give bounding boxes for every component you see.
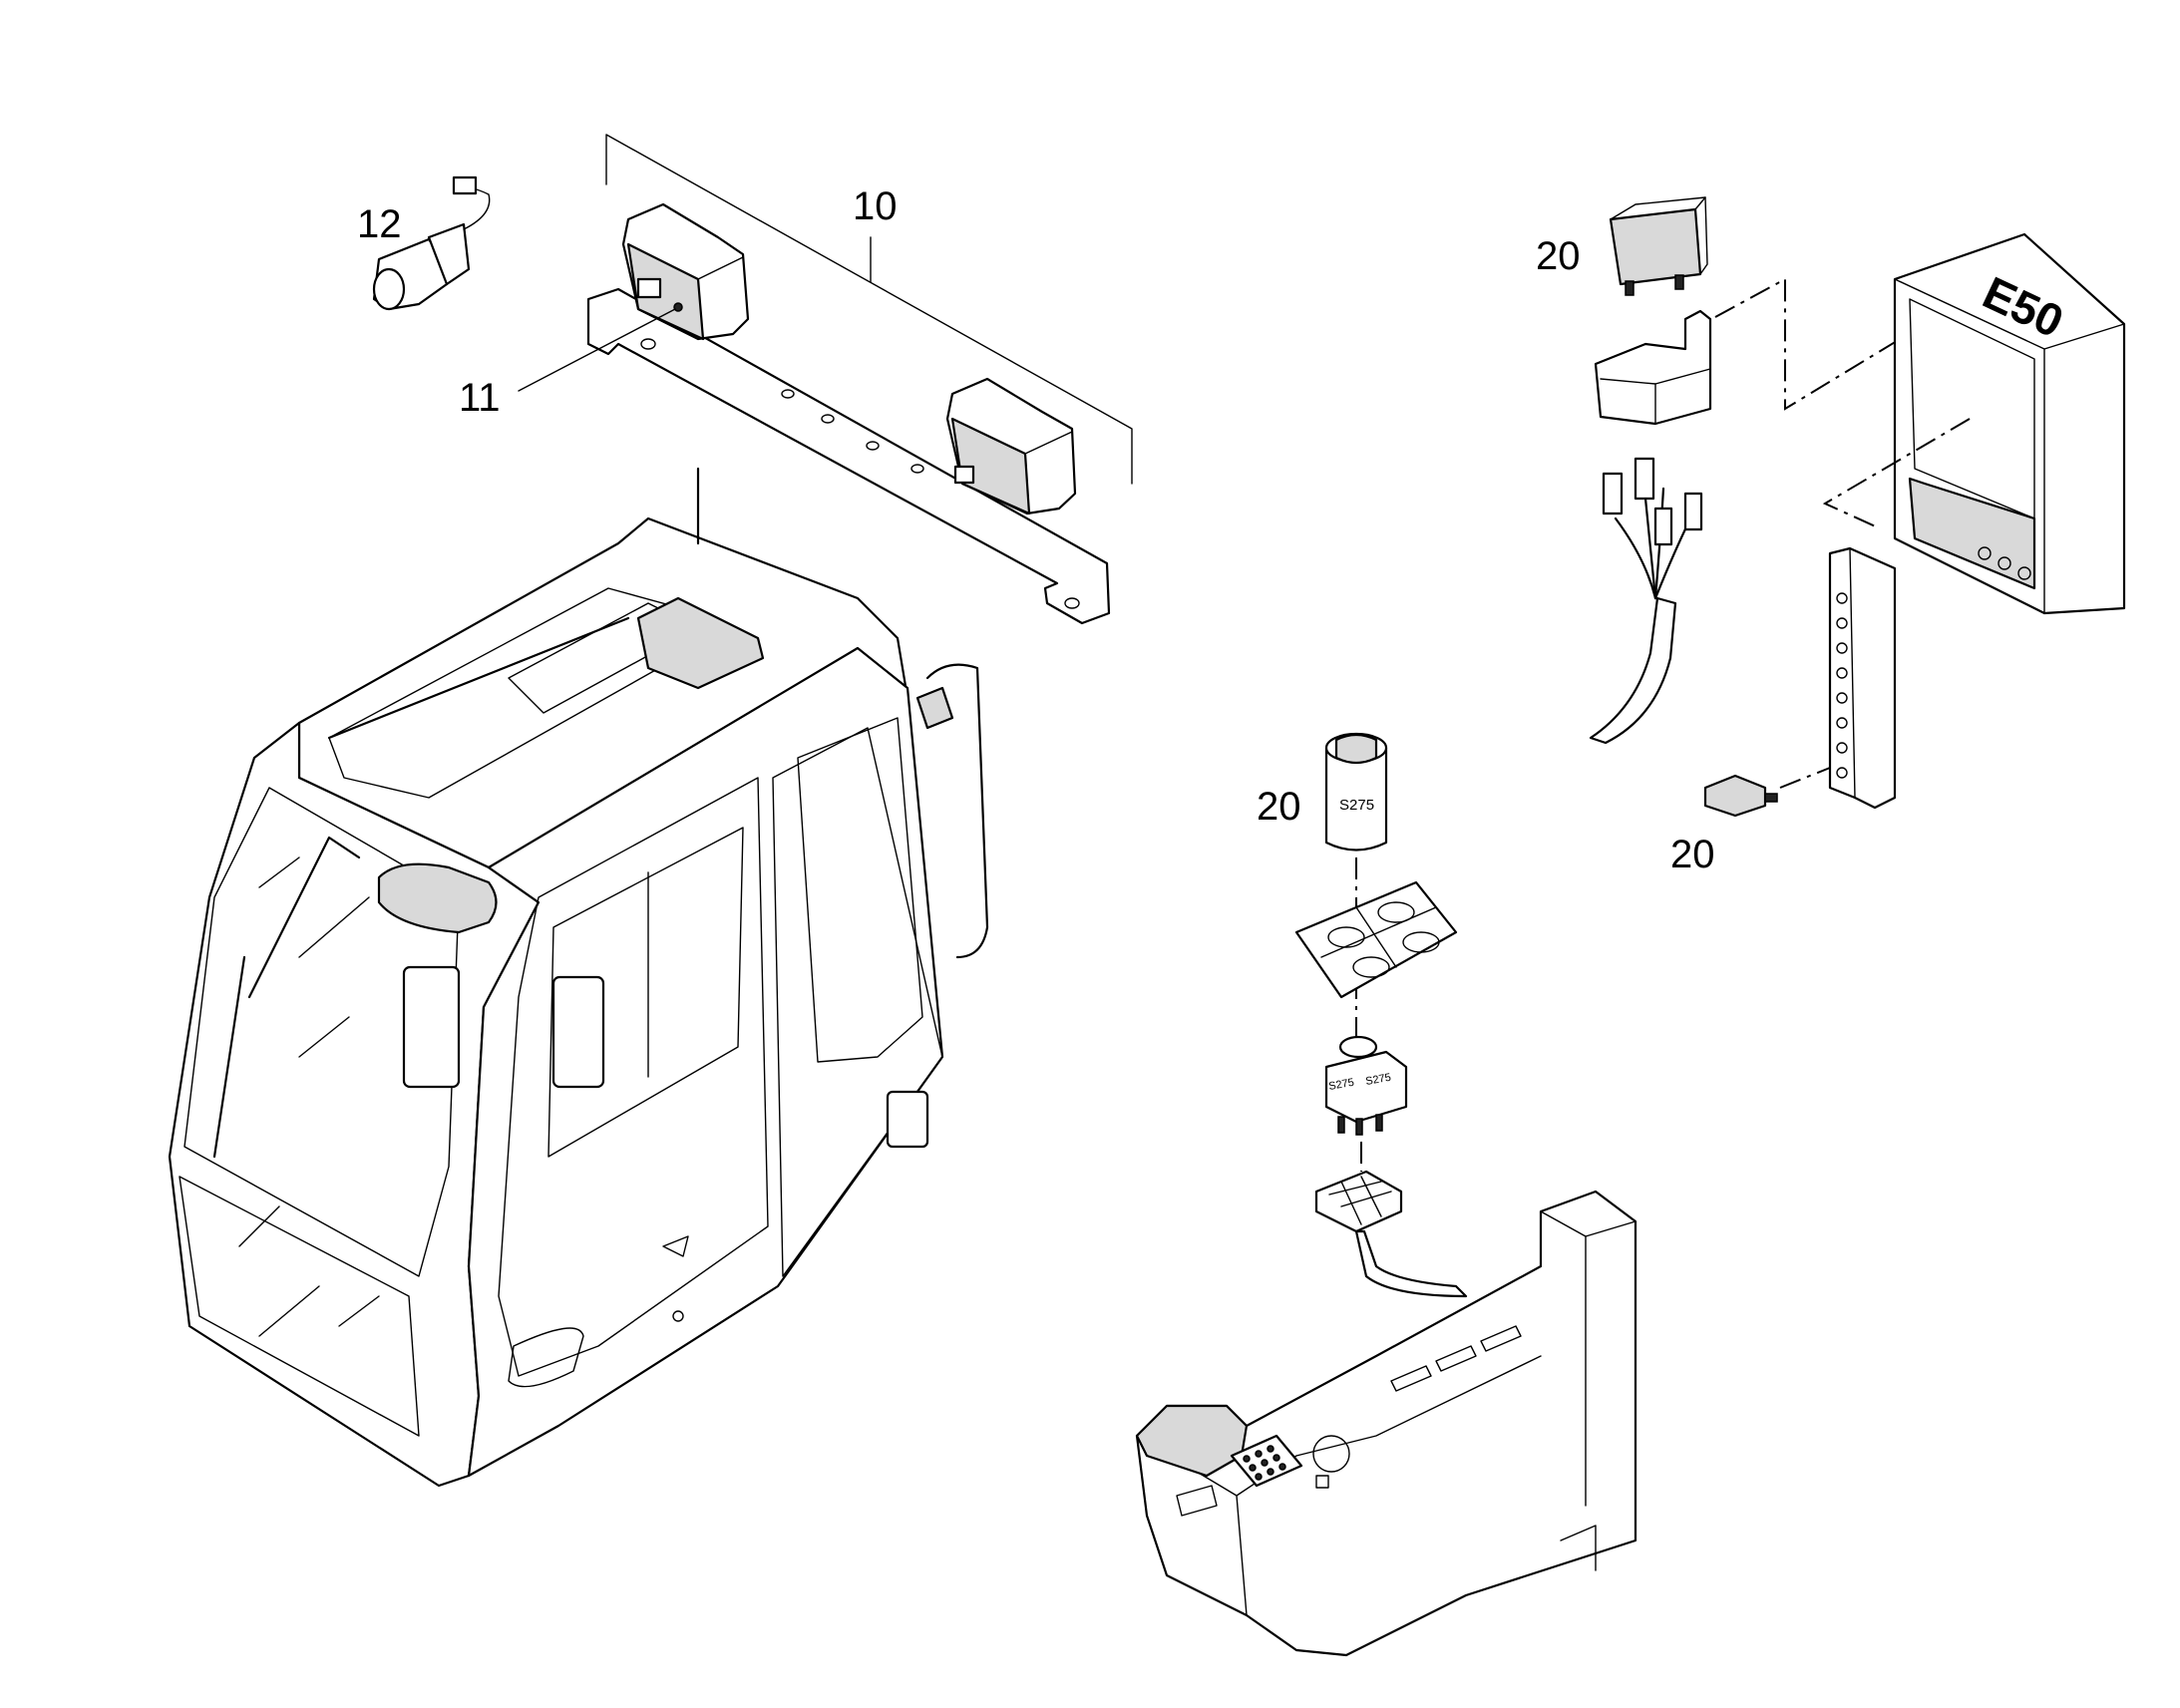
callout-12: 12 <box>357 202 402 246</box>
beacon <box>915 686 954 730</box>
rear-window <box>797 717 923 1063</box>
fuse-box-housing: E50 <box>1893 232 2126 615</box>
operator-cab <box>168 467 989 1488</box>
callout-20-switch: 20 <box>1257 785 1301 829</box>
rocker-switch-assembly: S275 S275 S275 <box>1294 732 1468 1298</box>
lower-windshield <box>179 1176 420 1437</box>
rear-marker <box>886 1090 929 1149</box>
switch-body-marking-right: S275 <box>1364 1072 1391 1088</box>
console-grille <box>1230 1434 1303 1488</box>
callout-10: 10 <box>853 184 898 228</box>
callout-11: 11 <box>459 376 501 420</box>
terminal-strip-line <box>1822 418 1971 529</box>
light-bar-assembly <box>518 134 1133 625</box>
roof-wiper <box>327 616 630 740</box>
group-bracket-10 <box>605 134 1133 485</box>
work-lamp-left <box>621 202 750 341</box>
switch-body-marking-left: S275 <box>1327 1077 1354 1093</box>
leader-line-11 <box>518 308 676 392</box>
mounting-holes <box>640 338 1080 609</box>
callout-20-relay: 20 <box>1536 234 1581 278</box>
cab-door <box>498 777 769 1377</box>
relay-holder <box>1594 309 1712 426</box>
front-wiper <box>212 955 246 1159</box>
lamp-bulb <box>372 175 491 311</box>
console-knob <box>1312 1435 1350 1473</box>
handrail <box>925 663 989 959</box>
work-lamp-right <box>945 377 1077 515</box>
cab-side-lamp-left <box>402 965 461 1089</box>
cab-side <box>467 646 944 1478</box>
switch-body <box>1324 1050 1408 1124</box>
roof-box <box>636 596 765 690</box>
relay-assembly-line <box>1714 277 1926 411</box>
cab-side-lamp-right <box>551 975 605 1089</box>
mounting-bar <box>586 287 1111 625</box>
operator-console <box>1135 1190 1637 1657</box>
terminal-strip <box>1828 546 1897 810</box>
switch-plate <box>1294 880 1458 999</box>
switch-cap-marking: S275 <box>1339 797 1374 814</box>
door-window <box>547 827 744 1158</box>
cab-mirror <box>377 862 498 934</box>
blade-fuse <box>1703 774 1778 818</box>
relay-wiring <box>1589 457 1703 745</box>
console-armrest <box>1135 1404 1249 1478</box>
fuse-line <box>1779 767 1831 789</box>
switch-cap <box>1324 746 1388 852</box>
callout-20-fuse: 20 <box>1670 833 1715 876</box>
relay-assembly <box>1589 196 1712 745</box>
switch-slots <box>1390 1325 1522 1392</box>
relay <box>1609 207 1702 286</box>
